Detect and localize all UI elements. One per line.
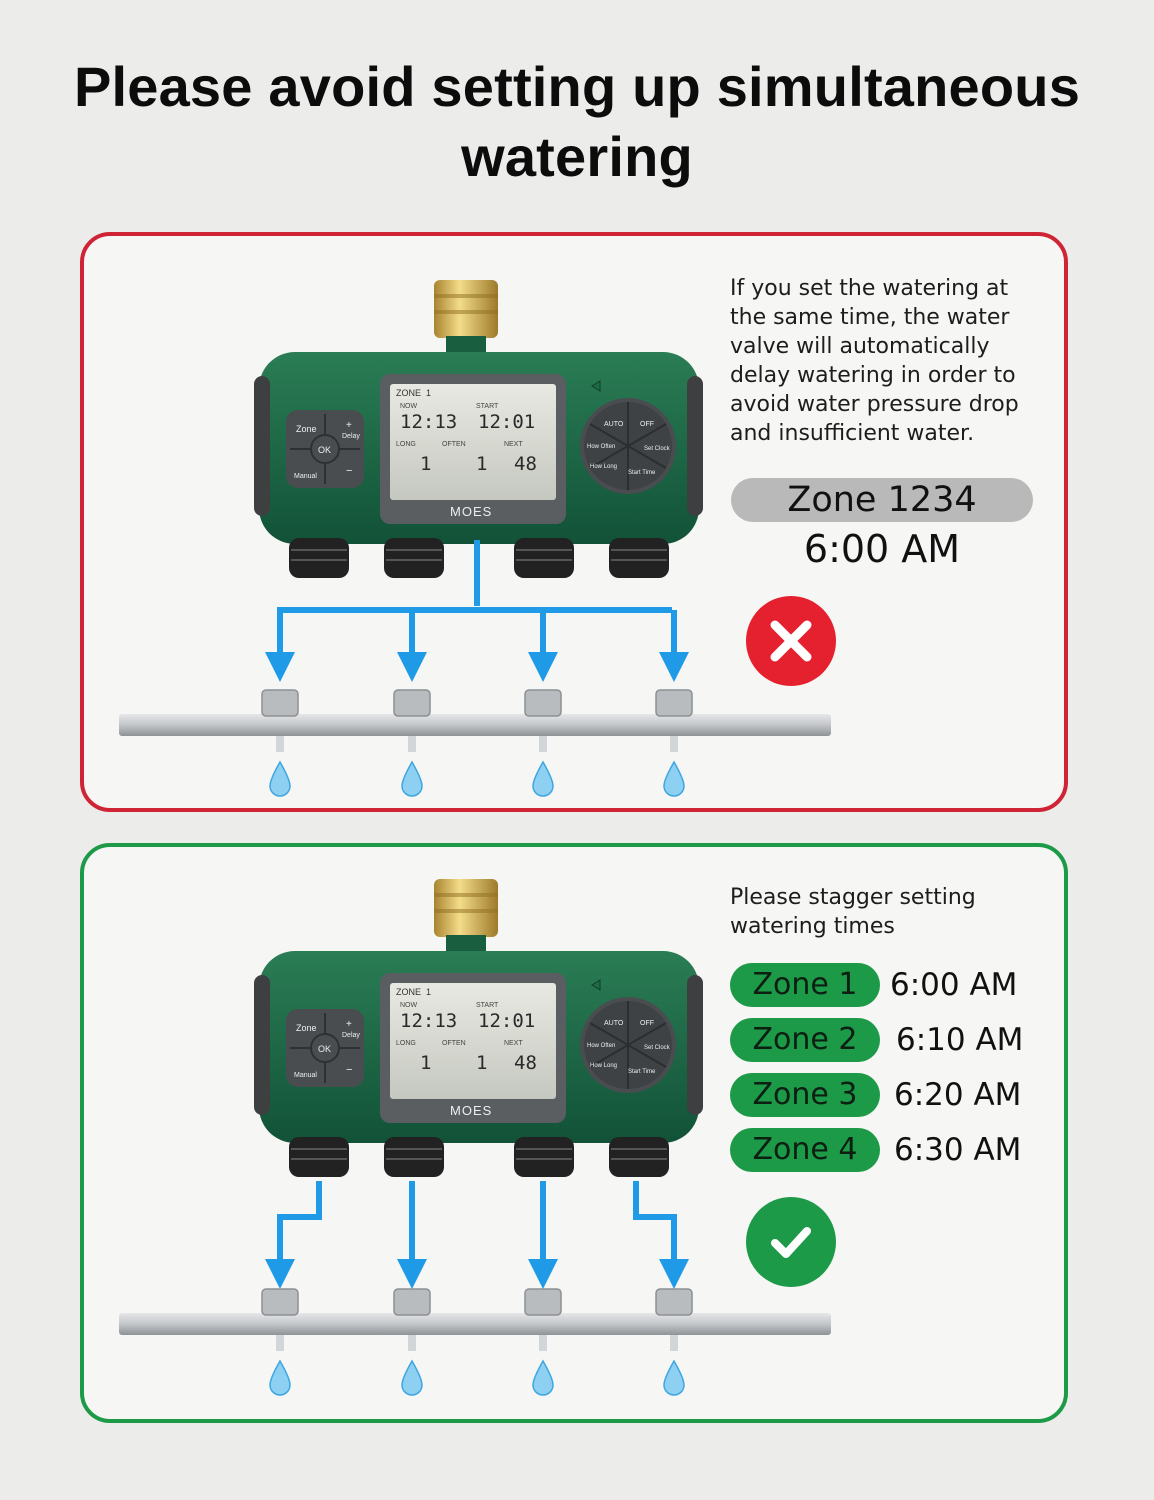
manual-key[interactable]: Manual	[294, 1072, 317, 1079]
delay-label: Delay	[342, 1032, 360, 1039]
zone-pill: Zone 1	[730, 963, 880, 1007]
lcd-start-value: 12:01	[478, 1010, 535, 1032]
staggered-flow-arrows	[277, 1181, 677, 1263]
lcd-zone-label: ZONE	[396, 987, 421, 997]
water-drops	[269, 1359, 685, 1396]
lcd-next-value: 48	[514, 1052, 537, 1074]
dial-how-long: How Long	[590, 1063, 617, 1069]
lcd-long-label: LONG	[396, 441, 416, 448]
zone-time: 6:20 AM	[894, 1077, 1022, 1113]
dial-how-often: How Often	[587, 1043, 615, 1049]
water-drops	[269, 760, 685, 797]
lcd-zone-num: 1	[426, 987, 431, 997]
dial-how-often: How Often	[587, 444, 615, 450]
brass-inlet	[434, 280, 498, 356]
plus-key[interactable]: +	[346, 420, 352, 431]
brand-logo: MOES	[450, 1103, 492, 1118]
zone-time: 6:00 AM	[890, 967, 1018, 1003]
simultaneous-watering-panel: Zone + Delay OK Manual − ZONE 1 NOW STAR…	[80, 232, 1068, 812]
lcd-screen: ZONE 1 NOW START 12:13 12:01 LONG OFTEN …	[380, 374, 566, 524]
zone-all-pill: Zone 1234	[731, 478, 1033, 522]
brand-logo: MOES	[450, 504, 492, 519]
check-icon	[746, 1197, 836, 1287]
staggered-watering-panel: Zone + Delay OK Manual − ZONE 1 NOW STAR…	[80, 843, 1068, 1423]
timer-diagram: Zone + Delay OK Manual − ZONE 1 NOW STAR…	[119, 280, 831, 797]
lcd-next-label: NEXT	[504, 1040, 523, 1047]
ok-key[interactable]: OK	[318, 445, 331, 455]
ok-key[interactable]: OK	[318, 1044, 331, 1054]
mode-dial[interactable]: AUTO OFF Set Clock Start Time How Long H…	[580, 997, 676, 1093]
lcd-long-value: 1	[420, 1052, 431, 1074]
indicator-arrow-icon	[591, 979, 601, 991]
zone-time: 6:10 AM	[896, 1022, 1024, 1058]
manual-key[interactable]: Manual	[294, 473, 317, 480]
lcd-long-value: 1	[420, 453, 431, 475]
indicator-arrow-icon	[591, 380, 601, 392]
title-line-1: Please avoid setting up simultaneous	[73, 55, 1081, 118]
lcd-long-label: LONG	[396, 1040, 416, 1047]
timer-diagram: Zone + Delay OK Manual − ZONE 1 NOW STAR…	[119, 879, 831, 1396]
dial-start-time: Start Time	[628, 1069, 656, 1075]
irrigation-pipe	[119, 1288, 831, 1351]
keypad: Zone + Delay OK Manual −	[286, 410, 364, 488]
brass-inlet	[434, 879, 498, 955]
lcd-now-value: 12:13	[400, 1010, 457, 1032]
lcd-now-label: NOW	[400, 1002, 418, 1009]
outlet-ports	[289, 538, 669, 578]
dial-set-clock: Set Clock	[644, 1045, 671, 1051]
lcd-now-value: 12:13	[400, 411, 457, 433]
dial-start-time: Start Time	[628, 470, 656, 476]
minus-key[interactable]: −	[346, 1064, 352, 1076]
lcd-start-label: START	[476, 403, 499, 410]
delay-label: Delay	[342, 433, 360, 440]
title-line-2: watering	[461, 125, 693, 188]
lcd-often-value: 1	[476, 453, 487, 475]
simultaneous-time: 6:00 AM	[803, 527, 961, 571]
zone-key[interactable]: Zone	[296, 424, 317, 434]
dial-auto: AUTO	[604, 1020, 624, 1027]
lcd-often-label: OFTEN	[442, 441, 466, 448]
lcd-start-label: START	[476, 1002, 499, 1009]
warning-description: If you set the watering at the same time…	[730, 276, 1019, 446]
lcd-zone-label: ZONE	[396, 388, 421, 398]
minus-key[interactable]: −	[346, 465, 352, 477]
dial-off: OFF	[640, 421, 654, 428]
lcd-screen: ZONE 1 NOW START 12:13 12:01 LONG OFTEN …	[380, 973, 566, 1123]
simultaneous-flow-arrows	[277, 540, 677, 656]
dial-set-clock: Set Clock	[644, 446, 671, 452]
plus-key[interactable]: +	[346, 1019, 352, 1030]
dial-auto: AUTO	[604, 421, 624, 428]
outlet-ports	[289, 1137, 669, 1177]
dial-off: OFF	[640, 1020, 654, 1027]
lcd-next-label: NEXT	[504, 441, 523, 448]
zone-pill: Zone 4	[730, 1128, 880, 1172]
page-title: Please avoid setting up simultaneous wat…	[0, 52, 1154, 192]
zone-pill: Zone 2	[730, 1018, 880, 1062]
arrowheads	[265, 652, 689, 682]
dial-how-long: How Long	[590, 464, 617, 470]
arrowheads	[265, 1259, 689, 1289]
cross-icon	[746, 596, 836, 686]
mode-dial[interactable]: AUTO OFF Set Clock Start Time How Long H…	[580, 398, 676, 494]
lcd-now-label: NOW	[400, 403, 418, 410]
zone-time: 6:30 AM	[894, 1132, 1022, 1168]
zone-pill: Zone 3	[730, 1073, 880, 1117]
lcd-often-label: OFTEN	[442, 1040, 466, 1047]
irrigation-pipe	[119, 689, 831, 752]
zone-key[interactable]: Zone	[296, 1023, 317, 1033]
lcd-zone-num: 1	[426, 388, 431, 398]
stagger-description: Please stagger setting watering times	[730, 885, 976, 939]
lcd-often-value: 1	[476, 1052, 487, 1074]
lcd-next-value: 48	[514, 453, 537, 475]
keypad: Zone + Delay OK Manual −	[286, 1009, 364, 1087]
lcd-start-value: 12:01	[478, 411, 535, 433]
